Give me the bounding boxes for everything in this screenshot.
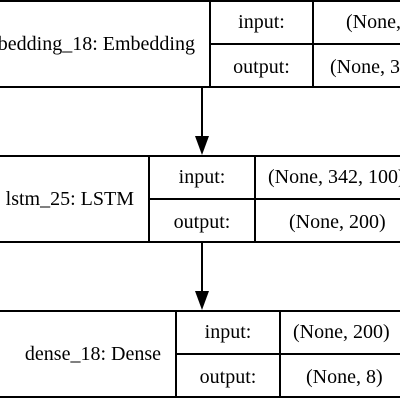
layer-divider — [175, 353, 400, 355]
input-label: input: — [238, 10, 285, 33]
layer-name-label: dense_18: Dense — [24, 343, 161, 365]
output-label: output: — [233, 55, 290, 78]
output-shape-value: (None, 8) — [306, 365, 383, 388]
layer-divider — [148, 198, 400, 200]
output-label: output: — [173, 210, 231, 233]
output-label: output: — [199, 365, 257, 388]
input-shape-value: (None, 342, 100) — [268, 165, 400, 188]
output-shape-value: (None, 200) — [289, 210, 386, 233]
edge-arrow — [195, 88, 209, 155]
input-label: input: — [178, 165, 226, 188]
input-shape-value: (None, 200) — [293, 320, 390, 343]
output-shape-value: (None, 342, 100) — [330, 55, 400, 78]
layer-name-label: embedding_18: Embedding — [0, 33, 195, 55]
layer-divider — [209, 43, 400, 45]
input-label: input: — [204, 320, 252, 343]
layer-name-label: lstm_25: LSTM — [5, 188, 134, 210]
input-shape-value: (None, 342) — [346, 10, 400, 33]
edge-arrow — [195, 243, 209, 310]
